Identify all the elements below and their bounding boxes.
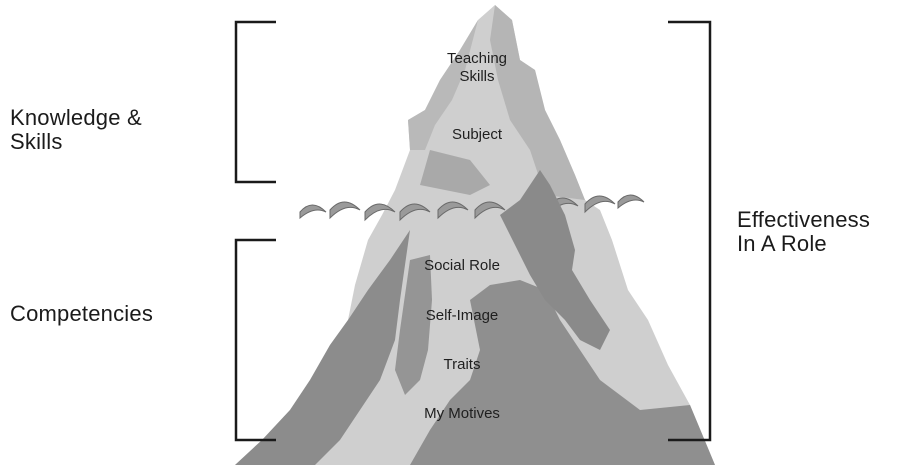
teaching-line2: Skills bbox=[447, 68, 507, 86]
teaching-line1: Teaching bbox=[447, 50, 507, 68]
subject-label: Subject bbox=[452, 126, 502, 144]
knowledge-bracket bbox=[236, 22, 276, 182]
competencies-text: Competencies bbox=[10, 302, 153, 326]
knowledge-line1: Knowledge & bbox=[10, 106, 142, 130]
teaching-skills-label: Teaching Skills bbox=[447, 50, 507, 86]
effectiveness-bracket bbox=[668, 22, 710, 440]
traits-label: Traits bbox=[444, 356, 481, 374]
effectiveness-line2: In A Role bbox=[737, 232, 870, 256]
knowledge-skills-label: Knowledge & Skills bbox=[10, 106, 142, 154]
knowledge-line2: Skills bbox=[10, 130, 142, 154]
competencies-label: Competencies bbox=[10, 302, 153, 326]
competencies-bracket bbox=[236, 240, 276, 440]
motives-label: My Motives bbox=[424, 405, 500, 423]
effectiveness-label: Effectiveness In A Role bbox=[737, 208, 870, 256]
effectiveness-line1: Effectiveness bbox=[737, 208, 870, 232]
social-role-label: Social Role bbox=[424, 257, 500, 275]
self-image-label: Self-Image bbox=[426, 307, 499, 325]
